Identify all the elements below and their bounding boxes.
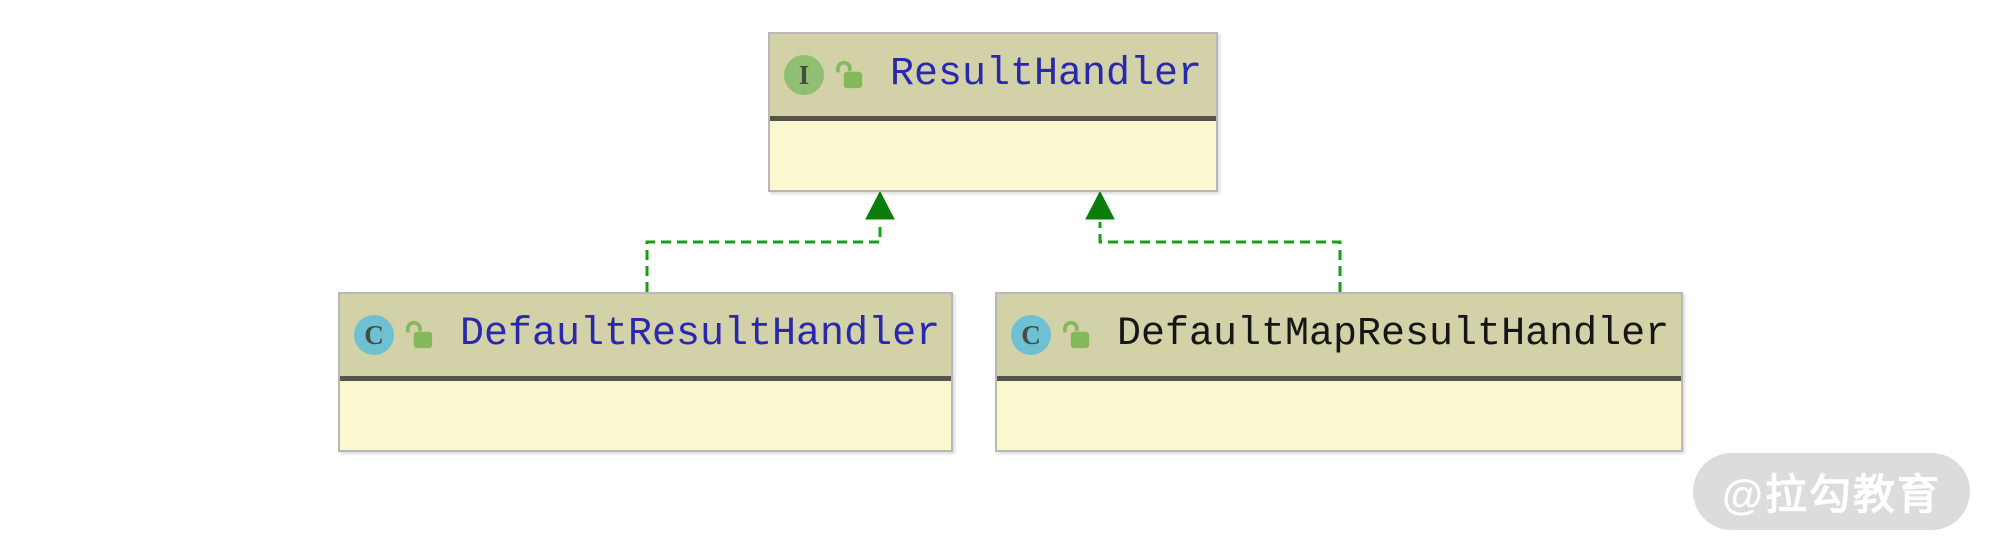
watermark-badge: @拉勾教育: [1693, 453, 1970, 530]
unlocked-icon: [836, 60, 863, 89]
header-separator: [770, 116, 1216, 121]
node-resulthandler[interactable]: I ResultHandler: [768, 32, 1218, 192]
node-defaultmapresulthandler[interactable]: C DefaultMapResultHandler: [995, 292, 1683, 452]
edge-arrowhead-icon: [865, 190, 895, 220]
node-header: C DefaultMapResultHandler: [997, 294, 1681, 376]
node-label-defaultmapresulthandler[interactable]: DefaultMapResultHandler: [1117, 312, 1670, 357]
edge-defaultresulthandler-implements-resulthandler[interactable]: [645, 190, 895, 292]
node-defaultresulthandler[interactable]: C DefaultResultHandler: [338, 292, 953, 452]
node-label-defaultresulthandler[interactable]: DefaultResultHandler: [460, 312, 941, 357]
node-body-empty: [340, 381, 951, 450]
edge-dashed-line[interactable]: [645, 222, 882, 292]
watermark-text: @拉勾教育: [1722, 471, 1941, 518]
unlocked-icon: [406, 320, 433, 349]
node-header: I ResultHandler: [770, 34, 1216, 116]
node-body-empty: [770, 121, 1216, 190]
node-header: C DefaultResultHandler: [340, 294, 951, 376]
header-separator: [340, 376, 951, 381]
class-icon: C: [354, 315, 394, 355]
node-body-empty: [997, 381, 1681, 450]
node-label-resulthandler[interactable]: ResultHandler: [890, 52, 1203, 97]
edge-defaultmapresulthandler-implements-resulthandler[interactable]: [1085, 190, 1342, 292]
header-separator: [997, 376, 1681, 381]
interface-icon: I: [784, 55, 824, 95]
edge-arrowhead-icon: [1085, 190, 1115, 220]
class-icon: C: [1011, 315, 1051, 355]
unlocked-icon: [1063, 320, 1090, 349]
edge-dashed-line[interactable]: [1098, 222, 1342, 292]
